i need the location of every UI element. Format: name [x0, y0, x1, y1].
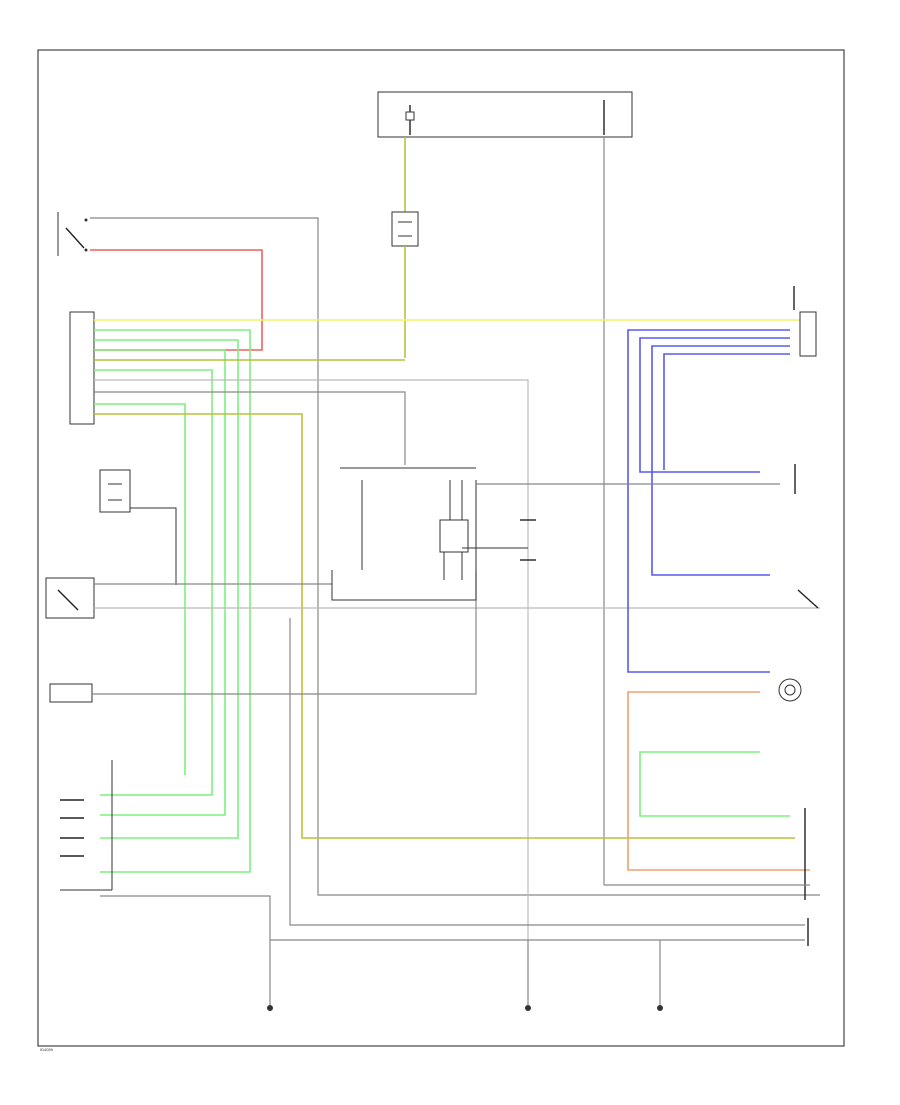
wire-switch-top — [90, 217, 820, 896]
rear-connector-block — [793, 286, 817, 357]
control-ecu-connector — [69, 311, 95, 425]
wire-lgreen-right — [639, 751, 790, 817]
wire-blue-2 — [639, 337, 790, 473]
control-switch-box — [49, 683, 93, 703]
wire-olive-long — [94, 413, 795, 839]
wire-grey-bottom-1 — [289, 618, 805, 926]
center-actuator — [520, 519, 536, 561]
wire-blue-1 — [627, 329, 790, 673]
wire-lgreen-5 — [94, 403, 186, 775]
wire-grey-center — [94, 379, 529, 940]
ground-point-3 — [657, 1005, 663, 1011]
rear-diff-lock-switch-right — [797, 589, 819, 609]
four-wd-switch — [60, 760, 113, 890]
wire-4wd-bottom — [100, 895, 271, 905]
wire-transfer-sw — [130, 507, 177, 585]
footer-code: ID4059 — [40, 1047, 54, 1052]
wire-grey-bottom-2 — [269, 905, 805, 941]
wire-lgreen-1 — [94, 329, 251, 873]
wire-lgreen-2 — [94, 339, 239, 839]
wire-lgreen-4 — [94, 369, 213, 796]
ground-point-2 — [525, 1005, 531, 1011]
rear-diff-lock-switch — [57, 212, 88, 256]
relay-component — [391, 211, 419, 247]
detection-switch — [45, 577, 95, 619]
wire-switch-red — [90, 249, 263, 351]
junction-block — [377, 91, 633, 138]
wire-blue-3 — [651, 345, 790, 576]
ground-point-1 — [267, 1005, 273, 1011]
diagram-frame — [37, 49, 845, 1047]
transfer-position-switch — [99, 469, 131, 513]
wire-lgreen-3 — [94, 349, 226, 816]
rear-motor — [778, 678, 802, 702]
wire-orange — [627, 691, 810, 871]
wire-blue-4 — [663, 353, 790, 470]
wire-grey-relay — [94, 391, 406, 465]
wire-control-sw — [92, 570, 477, 695]
center-relays — [331, 467, 477, 601]
